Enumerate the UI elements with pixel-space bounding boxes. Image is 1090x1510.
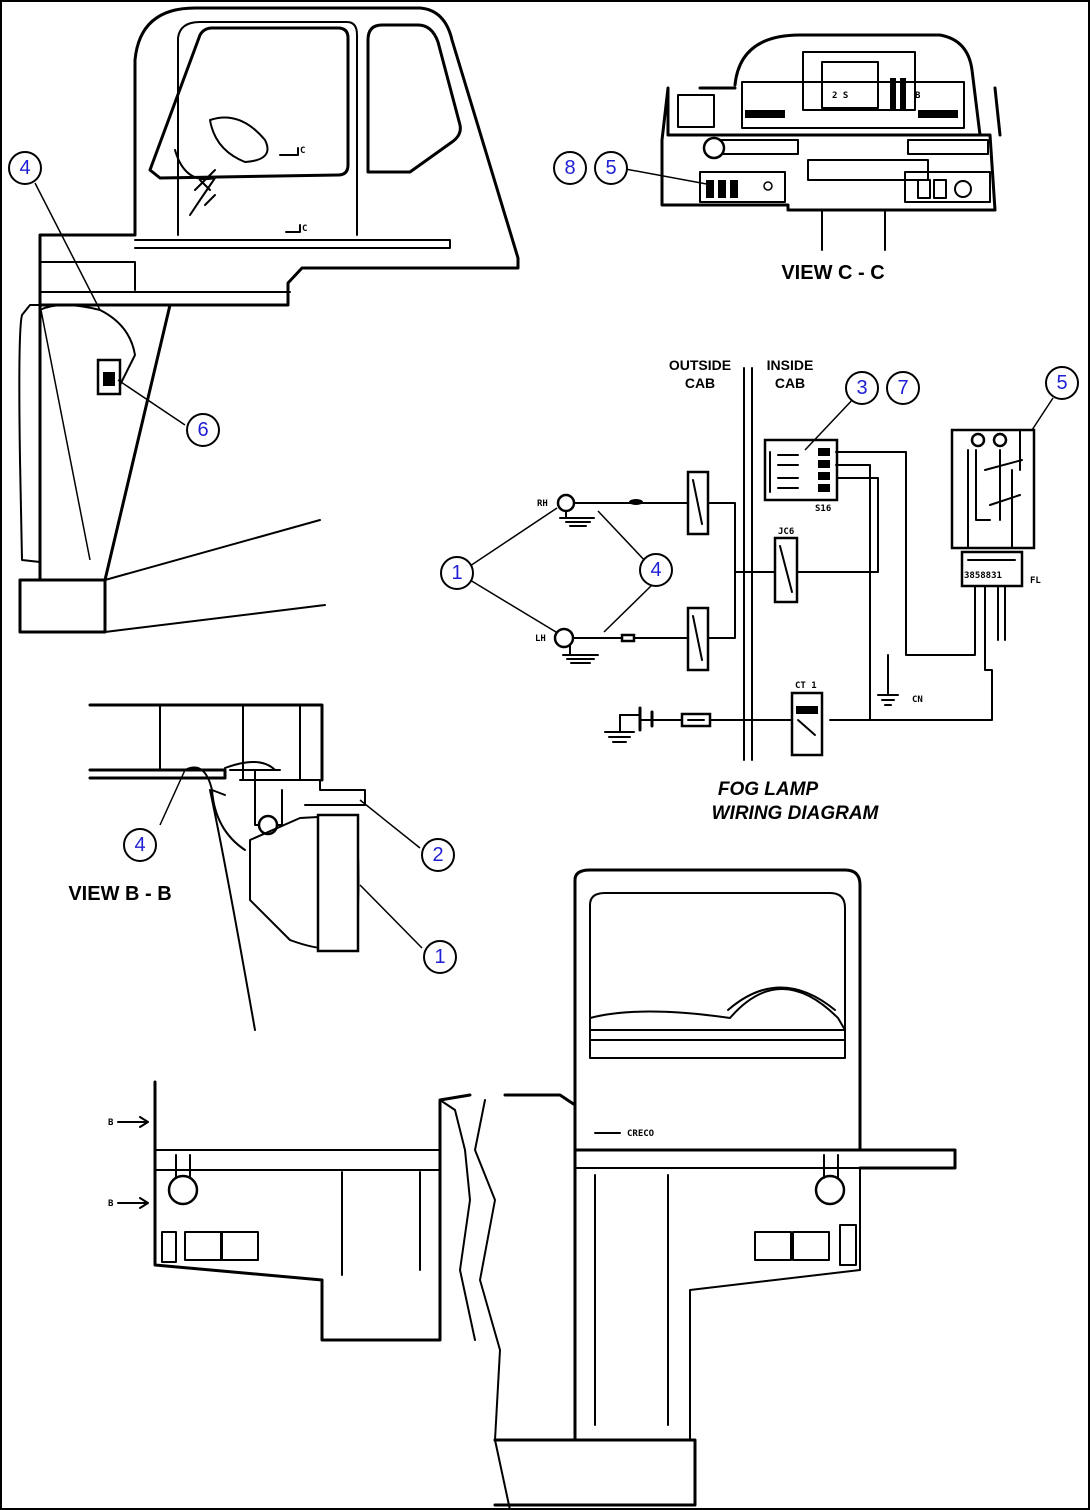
section-mark-creco: CRECO: [627, 1129, 655, 1139]
view-b-b: [88, 703, 423, 1031]
svg-text:3858831: 3858831: [964, 571, 1002, 581]
leader-6-side: [117, 379, 186, 426]
outside-cab-label-1: OUTSIDE: [669, 357, 731, 373]
wiring-diagram-title-1: FOG LAMP: [718, 779, 819, 800]
svg-text:4: 4: [19, 157, 30, 179]
callout-5-wiring: 5: [1045, 366, 1079, 400]
leader-4-side: [34, 182, 101, 311]
svg-text:1: 1: [434, 946, 445, 968]
inside-cab-label-2: CAB: [775, 375, 805, 391]
callout-8: 8: [553, 151, 587, 185]
fl-label: FL: [1030, 576, 1041, 586]
lh-label: LH: [535, 634, 546, 644]
front-view: [117, 868, 957, 1510]
svg-text:6: 6: [197, 419, 208, 441]
callout-4-wiring: 4: [639, 553, 673, 587]
callout-1-wiring: 1: [440, 556, 474, 590]
callout-3: 3: [845, 371, 879, 405]
inside-cab-label-1: INSIDE: [767, 357, 814, 373]
ct1-label: CT 1: [795, 681, 817, 691]
cab-side-view: C C: [18, 6, 520, 634]
rh-label: RH: [537, 499, 548, 509]
svg-text:5: 5: [605, 157, 616, 179]
view-c-c-label: VIEW C - C: [781, 262, 884, 284]
svg-text:2: 2: [432, 844, 443, 866]
callout-1-view-b: 1: [423, 940, 457, 974]
cn-label: CN: [912, 695, 923, 705]
svg-text:B: B: [915, 91, 921, 101]
callout-2: 2: [421, 838, 455, 872]
svg-text:C: C: [300, 146, 305, 156]
callout-6: 6: [186, 413, 220, 447]
svg-text:4: 4: [134, 834, 145, 856]
jc6-label: JC6: [778, 527, 794, 537]
svg-text:1: 1: [451, 562, 462, 584]
section-mark-b-top: B: [108, 1118, 114, 1128]
callout-7: 7: [886, 371, 920, 405]
svg-text:7: 7: [897, 377, 908, 399]
svg-text:4: 4: [650, 559, 661, 581]
svg-text:3: 3: [856, 377, 867, 399]
callout-4-view-b: 4: [123, 828, 157, 862]
svg-text:5: 5: [1056, 372, 1067, 394]
callout-5-view-c: 5: [594, 151, 628, 185]
view-b-b-label: VIEW B - B: [68, 883, 171, 905]
leader-5-view-c: [619, 167, 713, 186]
view-c-c: 2 S B: [660, 33, 1002, 251]
outside-cab-label-2: CAB: [685, 375, 715, 391]
section-mark-b-bottom: B: [108, 1199, 114, 1209]
s16-label: S16: [815, 504, 831, 514]
wiring-diagram-title-2: WIRING DIAGRAM: [712, 803, 880, 824]
svg-text:8: 8: [564, 157, 575, 179]
callout-4-side-view: 4: [8, 151, 42, 185]
svg-text:2 S: 2 S: [832, 91, 848, 101]
wiring-diagram: JC6 S16 CN 3858831 FL CT: [469, 367, 1054, 761]
svg-text:C: C: [302, 224, 307, 234]
